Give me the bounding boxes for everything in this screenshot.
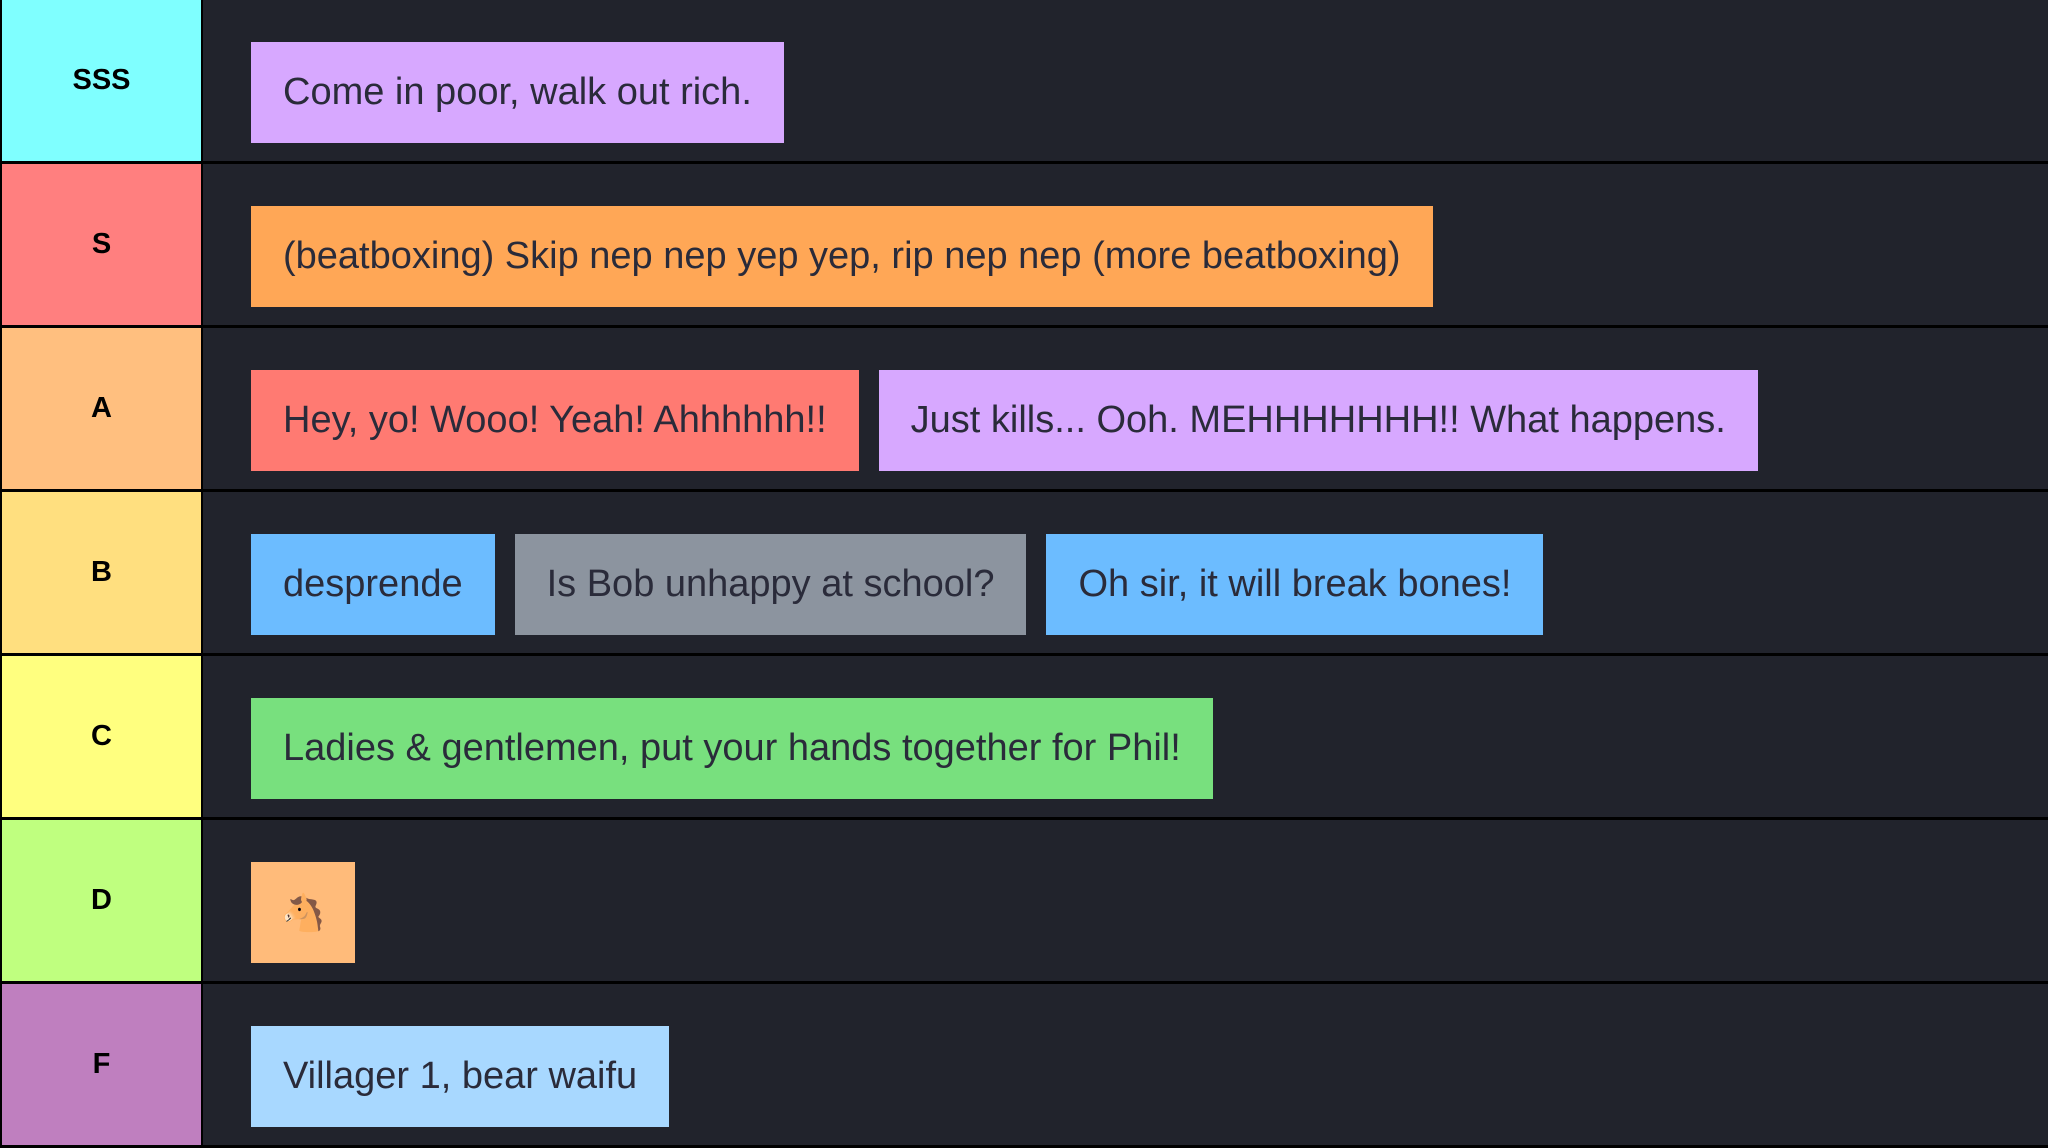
tier-items-sss[interactable]: Come in poor, walk out rich. <box>203 0 2048 161</box>
tier-items-a[interactable]: Hey, yo! Wooo! Yeah! Ahhhhhh!! Just kill… <box>203 328 2048 489</box>
tier-item[interactable]: (beatboxing) Skip nep nep yep yep, rip n… <box>251 206 1433 307</box>
tier-label-s[interactable]: S <box>2 164 201 325</box>
tier-label-b[interactable]: B <box>2 492 201 653</box>
tier-item[interactable]: Come in poor, walk out rich. <box>251 42 784 143</box>
tier-item[interactable]: Is Bob unhappy at school? <box>514 534 1027 635</box>
tier-items-b[interactable]: desprende Is Bob unhappy at school? Oh s… <box>203 492 2048 653</box>
tier-row-d: D 🐴 <box>0 820 2048 981</box>
horse-face-icon[interactable]: 🐴 <box>251 862 355 963</box>
tier-label-d[interactable]: D <box>2 820 201 981</box>
tier-item[interactable]: Ladies & gentlemen, put your hands toget… <box>251 698 1213 799</box>
tier-items-d[interactable]: 🐴 <box>203 820 2048 981</box>
tier-items-f[interactable]: Villager 1, bear waifu <box>203 984 2048 1145</box>
tier-item[interactable]: Just kills... Ooh. MEHHHHHHH!! What happ… <box>878 370 1758 471</box>
tier-label-a[interactable]: A <box>2 328 201 489</box>
tier-row-c: C Ladies & gentlemen, put your hands tog… <box>0 656 2048 817</box>
tier-row-f: F Villager 1, bear waifu <box>0 984 2048 1145</box>
tier-item[interactable]: Villager 1, bear waifu <box>251 1026 670 1127</box>
tier-item[interactable]: Oh sir, it will break bones! <box>1046 534 1544 635</box>
tier-row-a: A Hey, yo! Wooo! Yeah! Ahhhhhh!! Just ki… <box>0 328 2048 489</box>
tier-row-b: B desprende Is Bob unhappy at school? Oh… <box>0 492 2048 653</box>
tier-item[interactable]: Hey, yo! Wooo! Yeah! Ahhhhhh!! <box>251 370 859 471</box>
tier-label-c[interactable]: C <box>2 656 201 817</box>
tier-row-s: S (beatboxing) Skip nep nep yep yep, rip… <box>0 164 2048 325</box>
tier-label-f[interactable]: F <box>2 984 201 1145</box>
tier-row-sss: SSS Come in poor, walk out rich. <box>0 0 2048 161</box>
tier-label-sss[interactable]: SSS <box>2 0 201 161</box>
tier-item[interactable]: desprende <box>251 534 495 635</box>
tier-items-c[interactable]: Ladies & gentlemen, put your hands toget… <box>203 656 2048 817</box>
tier-items-s[interactable]: (beatboxing) Skip nep nep yep yep, rip n… <box>203 164 2048 325</box>
